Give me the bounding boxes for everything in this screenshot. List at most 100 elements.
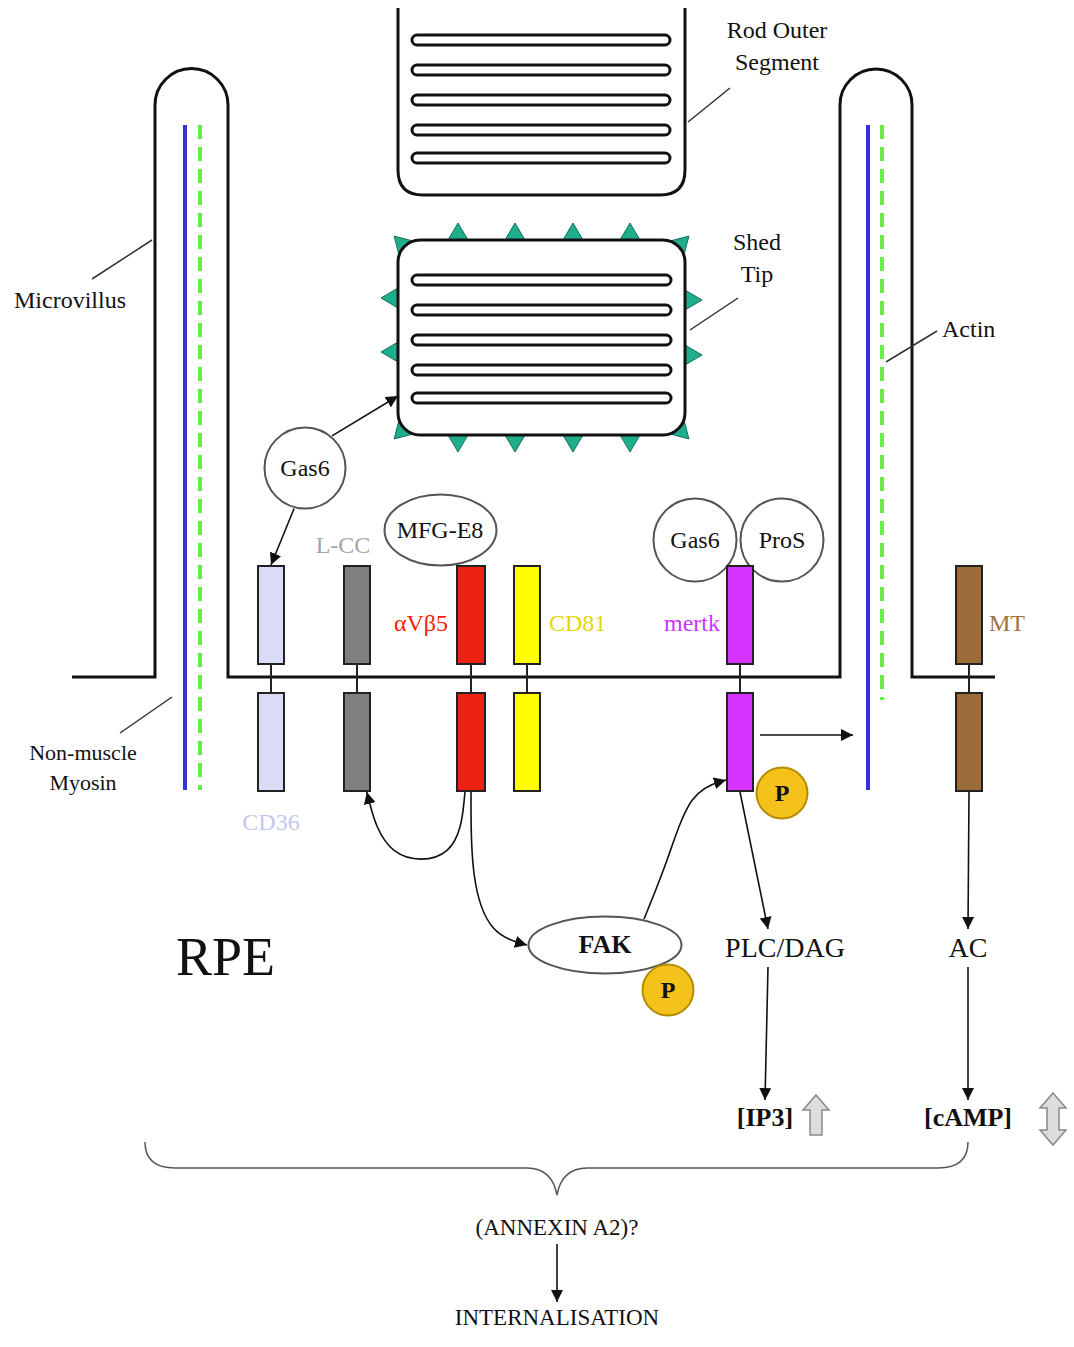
- ligand-circle: Gas6: [263, 426, 347, 510]
- disc: [412, 275, 671, 285]
- node-text-block: Gas6: [670, 526, 719, 555]
- receptor-domain: [258, 566, 284, 664]
- receptor: mertk: [726, 565, 754, 792]
- leader-line: [886, 331, 937, 362]
- node-label: [IP3]: [737, 1102, 793, 1133]
- signal-connector: [968, 792, 969, 929]
- phospho-circle-outline: [643, 965, 694, 1016]
- messenger-text: [cAMP]: [920, 1100, 1017, 1136]
- leader-line: [120, 697, 172, 733]
- messenger-text: [IP3]: [733, 1100, 798, 1136]
- signal-connector: [556, 1244, 558, 1302]
- ligand-marker: [685, 290, 702, 310]
- ligand-marker: [685, 345, 702, 365]
- node-label: (ANNEXIN A2)?: [476, 1214, 639, 1242]
- node-label: P: [775, 779, 790, 808]
- node-label: Shed Tip: [722, 226, 792, 291]
- ellipse-outline: [654, 499, 737, 582]
- node-label: L-CC: [313, 529, 373, 561]
- rod-outer-segment: [398, 8, 685, 195]
- ligand-marker: [381, 342, 398, 362]
- node-text-block: FAK: [579, 929, 632, 960]
- outcome-text: INTERNALISATION: [451, 1302, 664, 1334]
- node-label: CD36: [241, 806, 301, 838]
- change-arrow: [1040, 1093, 1066, 1145]
- brace: [145, 1142, 968, 1195]
- node-label: INTERNALISATION: [455, 1304, 659, 1332]
- node-label: αVβ5: [384, 607, 448, 639]
- ligand-circle: Gas6: [652, 497, 738, 583]
- node-label: [cAMP]: [924, 1102, 1012, 1133]
- ligand-marker: [448, 435, 468, 452]
- transmembrane-stub: [470, 665, 472, 692]
- ellipse-outline: [384, 495, 496, 566]
- ellipse-outline: [265, 428, 346, 509]
- signal-arrow: [760, 734, 853, 736]
- phospho-circle: P: [641, 963, 695, 1017]
- outside-label: αVβ5: [384, 607, 448, 639]
- node-text-block: (ANNEXIN A2)?: [476, 1214, 639, 1242]
- receptor-domain: [344, 693, 370, 791]
- receptor-shape: [257, 565, 285, 792]
- ligand-marker: [448, 223, 468, 240]
- phospho-circle: P: [755, 766, 809, 820]
- pathway-text: (ANNEXIN A2)?: [472, 1212, 643, 1244]
- leader-line: [92, 240, 152, 279]
- outside-label: Shed Tip: [722, 226, 792, 291]
- node-label: MT: [989, 607, 1049, 639]
- receptor-domain: [727, 566, 753, 664]
- receptor: MT: [955, 565, 983, 792]
- ligand-marker: [505, 435, 525, 452]
- node-text-block: Gas6: [280, 454, 329, 483]
- shed-tip-outline: [398, 240, 685, 435]
- receptor: L-CC: [343, 565, 371, 792]
- receptor-shape: [955, 565, 983, 792]
- actin-filament: [880, 125, 884, 700]
- node-label: AC: [949, 931, 988, 965]
- receptor-shape: [513, 565, 541, 792]
- receptor-domain: [514, 566, 540, 664]
- disc: [412, 153, 670, 163]
- transmembrane-stub: [968, 665, 970, 692]
- outside-label: MT: [989, 607, 1049, 639]
- receptor-shape: [343, 565, 371, 792]
- ligand-marker: [620, 435, 640, 452]
- disc: [412, 335, 671, 345]
- part-label: Actin: [942, 313, 1012, 345]
- receptor-domain: [956, 566, 982, 664]
- region-label: RPE: [176, 925, 326, 990]
- receptor: CD81: [513, 565, 541, 792]
- node-text-block: AC: [949, 931, 988, 965]
- outside-label: mertk: [654, 607, 720, 639]
- receptor-domain: [514, 693, 540, 791]
- ligand-marker: [381, 288, 398, 308]
- disc: [412, 393, 671, 403]
- outside-label: L-CC: [313, 529, 373, 561]
- node-text-block: PLC/DAG: [725, 931, 845, 965]
- disc: [412, 65, 670, 75]
- receptor-shape: [726, 565, 754, 792]
- part-label: Rod Outer Segment: [712, 14, 842, 79]
- transmembrane-stub: [739, 665, 741, 692]
- ligand-marker: [505, 223, 525, 240]
- node-text-block: INTERNALISATION: [455, 1304, 659, 1332]
- signal-connector: [367, 792, 465, 859]
- ligand-marker: [620, 223, 640, 240]
- receptor-domain: [258, 693, 284, 791]
- disc: [412, 35, 670, 45]
- node-text-block: MFG-E8: [397, 516, 484, 545]
- signal-connector: [765, 967, 768, 1100]
- disc: [412, 305, 671, 315]
- node-text-block: P: [775, 779, 790, 808]
- transmembrane-stub: [526, 665, 528, 692]
- transmembrane-stub: [270, 665, 272, 692]
- signal-connector: [967, 967, 969, 1100]
- signal-connector: [271, 509, 294, 565]
- node-label: Gas6: [280, 454, 329, 483]
- receptor-domain: [956, 693, 982, 791]
